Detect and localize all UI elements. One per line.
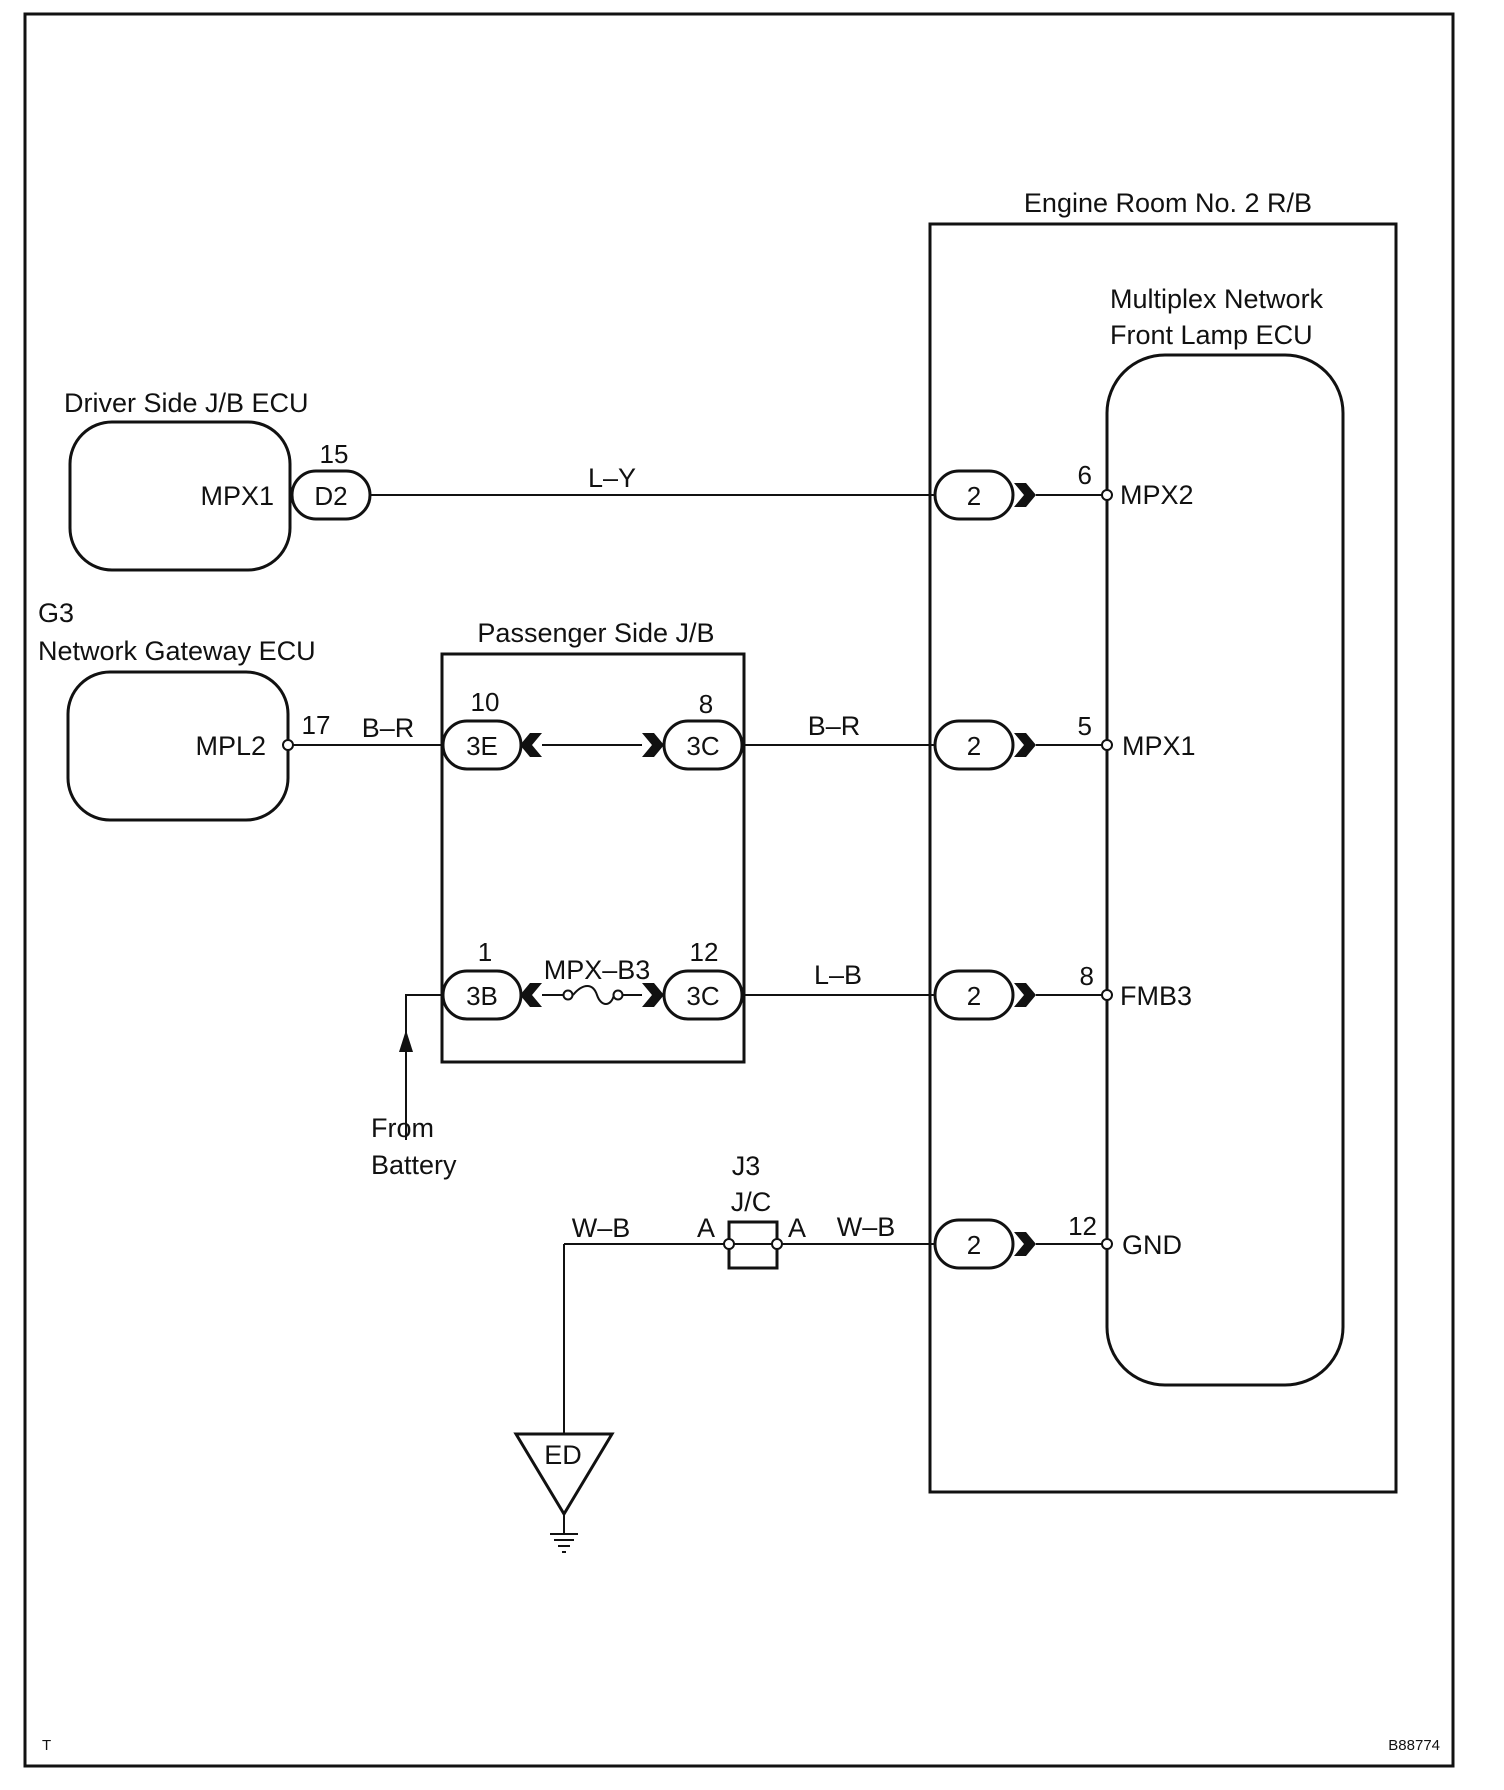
connector-3c-upper — [662, 719, 744, 771]
driver-jb-ecu-label: Driver Side J/B ECU — [64, 388, 309, 418]
connector-3c-upper-label: 3C — [686, 731, 719, 761]
footer-left: T — [42, 1737, 51, 1754]
junction-label: J/C — [731, 1187, 772, 1217]
front-lamp-ecu-label-2: Front Lamp ECU — [1110, 320, 1313, 350]
pin-dot — [723, 1238, 735, 1250]
junction-code: J3 — [732, 1151, 761, 1181]
rb-connector-2-label: 2 — [967, 1230, 981, 1260]
wire-b-r-right-label: B–R — [808, 711, 861, 741]
wire-w-b-left-label: W–B — [572, 1213, 631, 1243]
ground-point-label: ED — [544, 1440, 582, 1470]
junction-right-pin: A — [788, 1213, 806, 1243]
connector-3c-lower — [662, 969, 744, 1021]
wire-w-b-right-label: W–B — [837, 1212, 896, 1242]
pin-mpx2-name: MPX2 — [1120, 480, 1194, 510]
gateway-code: G3 — [38, 598, 74, 628]
battery-label-2: Battery — [371, 1150, 457, 1180]
footer-right: B88774 — [1388, 1737, 1440, 1754]
fuse-terminal — [612, 989, 624, 1001]
terminal-arrow-icon — [642, 983, 664, 1007]
rb-connector-2-label: 2 — [967, 981, 981, 1011]
pin-gnd-name: GND — [1122, 1230, 1182, 1260]
connector-3c-lower-label: 3C — [686, 981, 719, 1011]
terminal-arrow-icon — [1014, 483, 1036, 507]
pin-6-number: 6 — [1078, 460, 1092, 490]
wire-b-r-left-label: B–R — [362, 713, 415, 743]
gateway-pin: 17 — [302, 710, 331, 740]
ground-point-triangle — [513, 1432, 615, 1517]
terminal-arrow-icon — [520, 733, 542, 757]
connector-d2 — [290, 469, 372, 521]
terminal-arrow-icon — [1014, 1232, 1036, 1256]
rb-connector-2-mpx1 — [933, 719, 1015, 771]
pin-fmb3-name: FMB3 — [1120, 981, 1192, 1011]
rb-connector-2-fmb3 — [933, 969, 1015, 1021]
rb-connector-2-label: 2 — [967, 481, 981, 511]
battery-label-1: From — [371, 1113, 434, 1143]
front-lamp-ecu-label-1: Multiplex Network — [1110, 284, 1324, 314]
pin-dot — [1101, 1238, 1113, 1250]
connector-3b-pin: 1 — [478, 937, 492, 967]
wire-l-b-label: L–B — [814, 960, 862, 990]
connector-d2-label: D2 — [314, 481, 347, 511]
connector-3c-lower-pin: 12 — [690, 937, 719, 967]
junction-left-pin: A — [697, 1213, 715, 1243]
connector-3b-label: 3B — [466, 981, 498, 1011]
connector-3c-upper-pin: 8 — [699, 689, 713, 719]
fuse-terminal — [562, 989, 574, 1001]
pin-mpx1-name: MPX1 — [1122, 731, 1196, 761]
pin-5-number: 5 — [1078, 711, 1092, 741]
connector-3e-pin: 10 — [471, 687, 500, 717]
driver-jb-pin: 15 — [320, 439, 349, 469]
rb-connector-2-label: 2 — [967, 731, 981, 761]
fuse-icon — [572, 985, 615, 1005]
gateway-label: Network Gateway ECU — [38, 636, 316, 666]
terminal-arrow-icon — [1014, 983, 1036, 1007]
gateway-terminal: MPL2 — [195, 731, 266, 761]
pin-dot — [1101, 489, 1113, 501]
ground-icon — [550, 1514, 578, 1553]
driver-jb-ecu-box — [68, 420, 292, 572]
connector-3e-label: 3E — [466, 731, 498, 761]
pin-dot — [1101, 739, 1113, 751]
rb-connector-2-mpx2 — [933, 469, 1015, 521]
engine-room-rb-box — [928, 222, 1398, 1494]
arrow-up-icon — [399, 1030, 413, 1052]
pin-dot — [1101, 989, 1113, 1001]
passenger-jb-label: Passenger Side J/B — [477, 618, 714, 648]
wire-l-y-label: L–Y — [588, 463, 636, 493]
terminal-arrow-icon — [642, 733, 664, 757]
pin-8-number: 8 — [1080, 961, 1094, 991]
battery-feed-wire — [405, 994, 443, 1140]
terminal-arrow-icon — [1014, 733, 1036, 757]
engine-room-rb-label: Engine Room No. 2 R/B — [1024, 188, 1312, 218]
pin-dot — [282, 739, 294, 751]
diagram-frame — [23, 12, 1455, 1768]
passenger-jb-box — [440, 652, 746, 1064]
driver-jb-terminal: MPX1 — [200, 481, 274, 511]
terminal-arrow-icon — [520, 983, 542, 1007]
rb-connector-2-gnd — [933, 1218, 1015, 1270]
pin-12-number: 12 — [1068, 1211, 1097, 1241]
fuse-label: MPX–B3 — [544, 955, 651, 985]
pin-dot — [771, 1238, 783, 1250]
